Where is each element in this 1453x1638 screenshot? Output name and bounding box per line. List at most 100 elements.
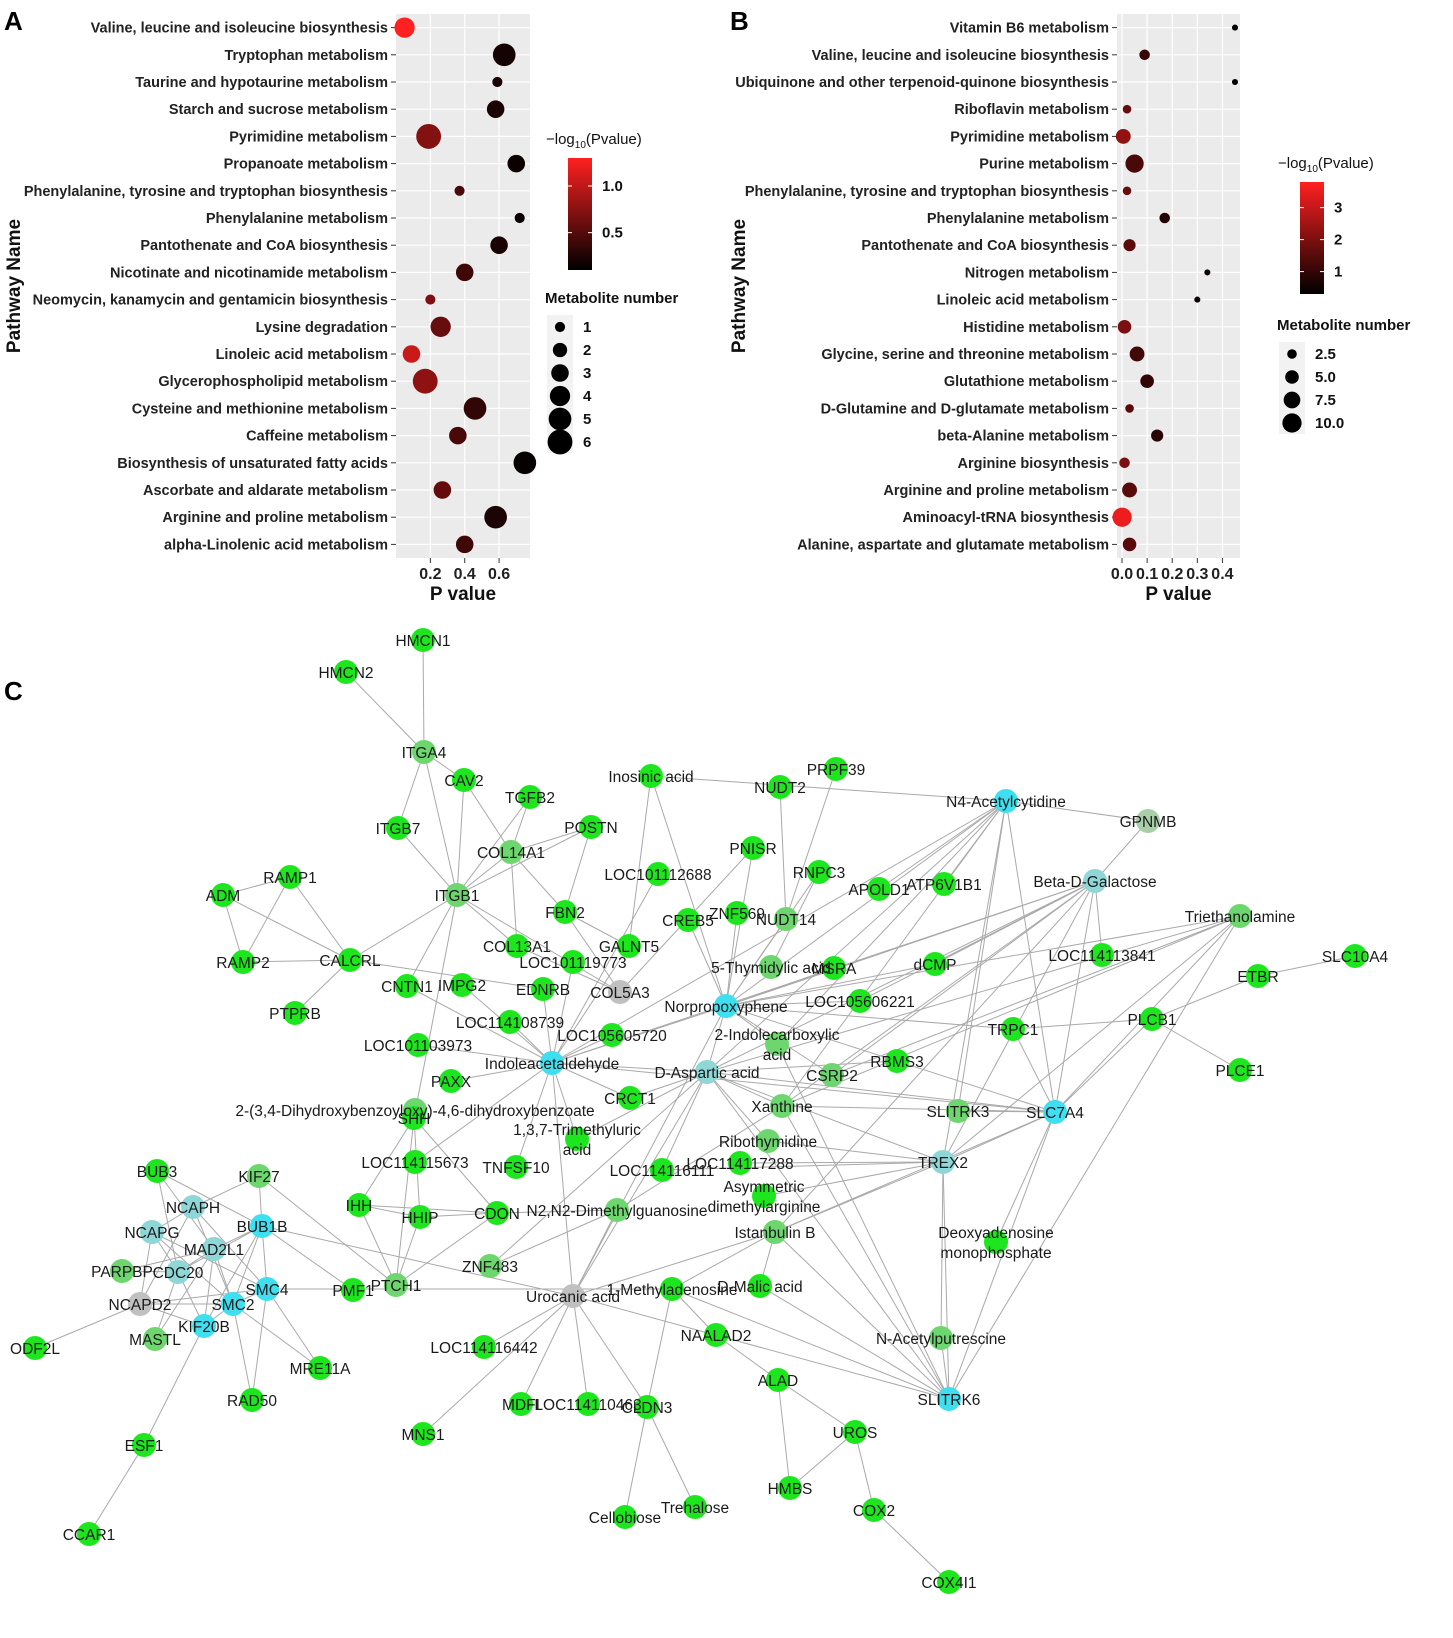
network-node-label: D-Malic acid <box>717 1279 802 1296</box>
network-node-label: NUDT2 <box>754 780 806 797</box>
y-tick-label: Ascorbate and aldarate metabolism <box>143 483 388 499</box>
y-tick-label: Histidine metabolism <box>963 320 1109 336</box>
network-node-label: acid <box>563 1142 591 1159</box>
network-node <box>748 1274 772 1298</box>
data-point <box>455 535 474 554</box>
network-node-label: dCMP <box>913 957 956 974</box>
network-node-label: LOC114115673 <box>361 1155 468 1172</box>
network-node <box>822 956 846 980</box>
network-edge <box>1005 800 1056 1113</box>
network-node <box>617 934 641 958</box>
network-nodes <box>23 628 1367 1594</box>
network-node <box>929 1326 953 1350</box>
network-edge <box>139 1231 153 1305</box>
y-tick-label: Propanoate metabolism <box>224 157 388 173</box>
y-tick-label: Nicotinate and nicotinamide metabolism <box>110 265 388 281</box>
network-edge <box>151 1231 268 1290</box>
network-node-label: Norpropoxyphene <box>664 999 787 1016</box>
network-node-label: POSTN <box>564 820 617 837</box>
network-node <box>145 1159 169 1183</box>
network-edge <box>1094 880 1103 956</box>
network-edge <box>671 1288 950 1400</box>
network-node-label: PLCE1 <box>1215 1063 1264 1080</box>
network-edge <box>725 847 754 1007</box>
network-node <box>1246 964 1270 988</box>
network-node <box>770 1094 794 1118</box>
y-tick-label: Lysine degradation <box>256 320 388 336</box>
network-node-label: NUDT14 <box>756 912 817 929</box>
network-node <box>984 1230 1008 1254</box>
network-node-label: HMBS <box>768 1481 813 1498</box>
network-edge <box>706 915 1241 1073</box>
network-node <box>166 1260 190 1284</box>
data-point <box>1231 78 1239 86</box>
network-node <box>728 1151 752 1175</box>
network-edge <box>572 1209 618 1297</box>
network-node-label: CLDN3 <box>622 1400 673 1417</box>
network-node <box>660 1277 684 1301</box>
network-node-label: 1,3,7-Trimethyluric <box>513 1122 641 1139</box>
network-node-label: CALCRL <box>319 953 381 970</box>
x-axis-title: P value <box>430 584 496 605</box>
network-node <box>408 1205 432 1229</box>
network-edge <box>261 1225 574 1297</box>
color-legend-tick-label: 3 <box>1334 200 1342 217</box>
data-point <box>1115 128 1131 144</box>
network-node <box>843 1420 867 1444</box>
x-tick-label: 0.4 <box>454 566 476 583</box>
network-node-label: Urocanic acid <box>526 1289 620 1306</box>
network-edge <box>725 880 1096 1007</box>
network-node-label: Cellobiose <box>589 1510 661 1527</box>
size-legend-label: 4 <box>583 388 592 405</box>
network-edge <box>564 911 630 947</box>
y-tick-label: Nitrogen metabolism <box>965 265 1109 281</box>
network-edge <box>151 1231 234 1305</box>
y-tick-label: Aminoacyl-tRNA biosynthesis <box>902 510 1109 526</box>
network-edge <box>1094 820 1149 882</box>
network-node-label: LOC105606221 <box>805 994 914 1011</box>
data-point <box>1204 269 1211 276</box>
network-edge <box>489 1071 708 1267</box>
network-node-label: BUB1B <box>237 1219 288 1236</box>
network-node-label: SLC10A4 <box>1322 949 1389 966</box>
network-node-label: ALAD <box>758 1373 799 1390</box>
data-point <box>425 294 436 305</box>
size-legend-point <box>1287 349 1297 359</box>
network-node-label: LOC114116111 <box>610 1163 715 1180</box>
network-node <box>778 1476 802 1500</box>
network-edge <box>397 827 458 896</box>
network-node-label: PRPF39 <box>807 762 866 779</box>
size-legend-point <box>547 429 573 455</box>
network-edge <box>776 800 1007 1045</box>
y-tick-label: Phenylalanine metabolism <box>927 211 1109 227</box>
data-point <box>486 100 505 118</box>
network-node-label: PTCH1 <box>371 1278 422 1295</box>
network-node-label: SMC2 <box>211 1297 254 1314</box>
network-node <box>452 768 476 792</box>
network-edge <box>706 1071 769 1142</box>
network-node-label: TNFSF10 <box>482 1160 550 1177</box>
network-node <box>635 1395 659 1419</box>
network-edge <box>251 1288 268 1401</box>
network-edge <box>222 894 351 961</box>
network-node-label: GPNMB <box>1120 814 1177 831</box>
panel-a-letter: A <box>4 6 23 36</box>
network-edge <box>551 1062 578 1140</box>
network-edge <box>463 779 512 853</box>
network-edge <box>661 1071 708 1171</box>
network-node-label: KIF27 <box>238 1169 279 1186</box>
network-node-label: acid <box>763 1047 791 1064</box>
y-tick-label: Pyrimidine metabolism <box>950 129 1109 145</box>
network-node <box>283 1001 307 1025</box>
plot-panel-background <box>396 14 530 558</box>
size-legend-point <box>552 342 568 358</box>
y-tick-label: Linoleic acid metabolism <box>216 347 388 363</box>
network-node-label: ESF1 <box>125 1438 164 1455</box>
network-node <box>867 877 891 901</box>
network-edge <box>417 1044 553 1064</box>
data-point <box>463 397 487 420</box>
network-node <box>618 1086 642 1110</box>
network-edge <box>878 800 1007 890</box>
network-edge <box>650 775 1007 802</box>
network-node <box>403 1150 427 1174</box>
